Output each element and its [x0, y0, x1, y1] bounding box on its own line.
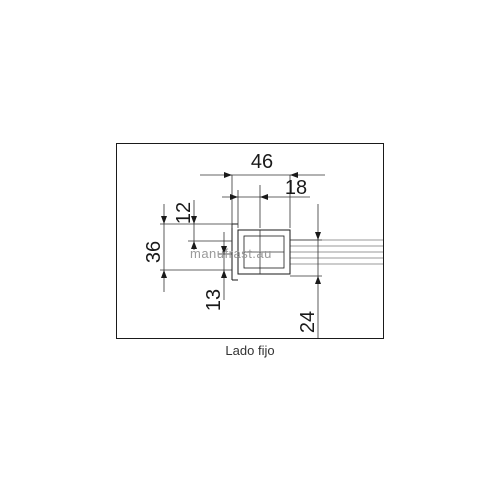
caption-label: Lado fijo	[225, 343, 275, 358]
dim-label-18: 18	[285, 177, 307, 199]
dim-label-24: 24	[297, 311, 319, 333]
dim-label-13: 13	[203, 289, 225, 311]
dimension-18: 18	[222, 177, 310, 228]
dimension-24: 24	[290, 204, 322, 338]
hinge-body	[231, 223, 291, 281]
dimension-36: 36	[143, 204, 232, 292]
dimension-46: 46	[200, 151, 325, 228]
dimension-12: 12	[173, 200, 232, 250]
dimension-13: 13	[203, 232, 232, 311]
dim-label-12: 12	[173, 202, 195, 224]
dim-label-46: 46	[251, 151, 273, 173]
glass-profile	[290, 239, 383, 265]
dim-label-36: 36	[143, 241, 165, 263]
drawing-frame	[116, 143, 384, 339]
watermark-text: manufrast.au	[190, 246, 272, 261]
